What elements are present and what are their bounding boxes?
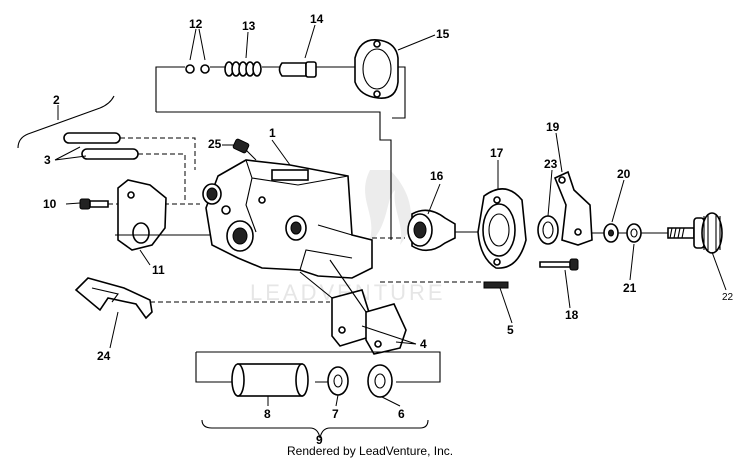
pin-part-3 [63,132,139,160]
callout-6: 6 [398,407,405,421]
bracket-part-9 [201,419,429,439]
washer-part-7 [327,366,349,396]
cylinder-part-8 [231,363,309,397]
top-guide-line [155,66,406,119]
bracket-part-2 [17,95,115,149]
callout-14: 14 [310,12,324,26]
washer-part-23 [537,215,559,245]
callout-18: 18 [565,308,579,322]
callout-labels: 12 13 14 15 2 3 10 11 25 1 16 17 23 19 2… [43,12,734,447]
bolt-part-18 [539,258,579,271]
plate-part-11 [117,179,167,251]
pin-guide-lines [120,137,196,200]
callout-4: 4 [420,337,427,351]
callout-15: 15 [436,27,450,41]
footer-credit: Rendered by LeadVenture, Inc. [287,444,453,458]
washer-part-6 [367,364,393,398]
callout-12: 12 [189,17,203,31]
callout-10: 10 [43,197,57,211]
leader-lines [54,24,727,407]
callout-17: 17 [490,146,504,160]
bushing-part-16 [407,209,456,252]
callout-21: 21 [623,281,637,295]
plunger-part-14 [278,61,317,78]
callout-19: 19 [546,120,560,134]
screw-part-5 [483,281,509,289]
callout-8: 8 [264,407,271,421]
callout-25: 25 [208,137,222,151]
washer-part-20 [603,223,619,243]
callout-13: 13 [242,19,256,33]
nut-part-21 [626,223,642,243]
lever-part-19 [553,170,593,246]
callout-16: 16 [430,169,444,183]
brake-pad-part-4 [331,289,407,355]
callout-20: 20 [617,167,631,181]
clip-part-24 [74,277,153,320]
callout-11: 11 [152,263,165,277]
clamp-part-17 [477,188,527,269]
o-ring-part-12 [185,64,210,74]
callout-24: 24 [97,349,111,363]
knob-part-22 [667,212,723,254]
pad-guide-lines [299,259,367,313]
callout-2: 2 [53,93,60,107]
callout-1: 1 [269,126,276,140]
fitting-part-25 [232,138,257,161]
callout-5: 5 [507,323,514,337]
callout-7: 7 [332,407,339,421]
top-guide-line-2 [156,111,392,240]
callout-23: 23 [544,157,558,171]
housing-part-1 [202,159,373,279]
spring-part-13 [224,61,262,77]
callout-9: 9 [316,433,323,447]
callout-3: 3 [44,153,51,167]
callout-22: 22 [722,292,734,303]
bolt-part-10 [79,198,109,210]
gasket-part-15 [354,39,399,99]
